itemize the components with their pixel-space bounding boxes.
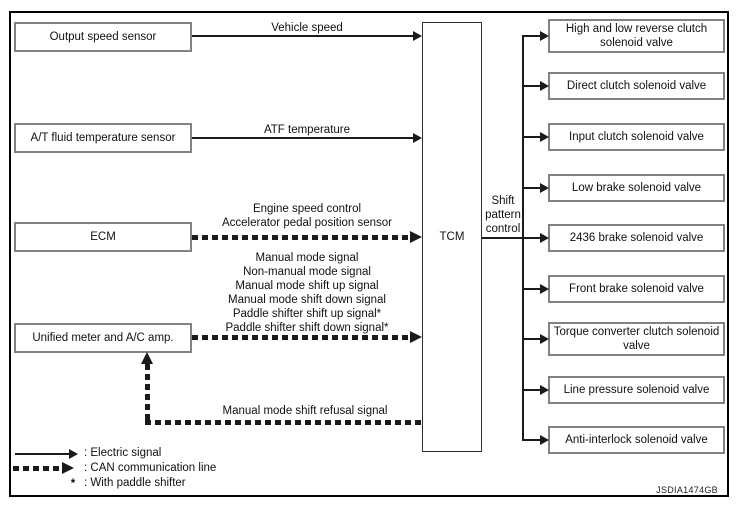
tcm-output-label: Shift pattern control <box>485 195 521 235</box>
can-arrowhead-icon-shift-refusal <box>141 352 153 364</box>
signal-label-atf-temperature: ATF temperature <box>263 124 351 136</box>
node-front-brake-valve: Front brake solenoid valve <box>548 275 725 303</box>
can-arrowhead-icon-unified-meter <box>410 331 422 343</box>
branch-arrowhead-icon-8 <box>540 385 549 395</box>
branch-arrowhead-icon-9 <box>540 435 549 445</box>
legend-electric-arrowhead-icon <box>69 449 78 459</box>
figure-code: JSDIA1474GB <box>656 485 718 495</box>
diagram-frame <box>9 11 729 497</box>
electric-line-vehicle-speed <box>192 35 413 37</box>
node-anti-interlock-valve: Anti-interlock solenoid valve <box>548 426 725 454</box>
node-at-fluid-temp-sensor: A/T fluid temperature sensor <box>14 123 192 153</box>
branch-arrowhead-icon-7 <box>540 334 549 344</box>
legend-label-paddle-shifter: : With paddle shifter <box>84 477 186 489</box>
electric-arrowhead-icon-vehicle-speed <box>413 31 422 41</box>
can-line-shift-refusal-horizontal <box>145 420 422 425</box>
can-line-unified-meter <box>192 335 410 340</box>
node-tcm: TCM <box>422 22 482 452</box>
signal-label-engine-speed-control: Engine speed control <box>252 203 362 215</box>
signal-label-shift-refusal: Manual mode shift refusal signal <box>222 405 388 417</box>
branch-arrowhead-icon-1 <box>540 31 549 41</box>
node-unified-meter-ac-amp: Unified meter and A/C amp. <box>14 323 192 353</box>
signal-labels-unified-meter: Manual mode signal Non-manual mode signa… <box>192 251 422 335</box>
electric-line-atf-temperature <box>192 137 413 139</box>
branch-line-4 <box>523 187 541 189</box>
legend-asterisk-symbol: * <box>70 478 76 490</box>
node-input-clutch-valve: Input clutch solenoid valve <box>548 123 725 151</box>
branch-arrowhead-icon-2 <box>540 81 549 91</box>
legend-electric-line <box>15 453 70 455</box>
branch-line-7 <box>523 338 541 340</box>
branch-line-3 <box>523 136 541 138</box>
branch-arrowhead-icon-3 <box>540 132 549 142</box>
branch-line-9 <box>523 439 541 441</box>
node-direct-clutch-valve: Direct clutch solenoid valve <box>548 72 725 100</box>
legend-label-electric: : Electric signal <box>84 447 162 459</box>
branch-line-8 <box>523 389 541 391</box>
branch-line-5 <box>523 237 541 239</box>
can-arrowhead-icon-ecm <box>410 231 422 243</box>
branch-arrowhead-icon-6 <box>540 284 549 294</box>
node-torque-converter-clutch-valve: Torque converter clutch solenoid valve <box>548 322 725 356</box>
signal-label-manual-mode: Manual mode signal <box>255 252 359 264</box>
branch-line-2 <box>523 85 541 87</box>
signal-label-accel-pedal-position: Accelerator pedal position sensor <box>221 217 393 229</box>
branch-line-1 <box>523 35 541 37</box>
can-line-shift-refusal-vertical <box>145 364 150 420</box>
node-line-pressure-valve: Line pressure solenoid valve <box>548 376 725 404</box>
signal-label-non-manual-mode: Non-manual mode signal <box>243 266 371 278</box>
electric-arrowhead-icon-atf-temperature <box>413 133 422 143</box>
can-line-ecm <box>192 235 410 240</box>
signal-label-manual-shift-up: Manual mode shift up signal <box>235 280 379 292</box>
signal-labels-ecm: Engine speed control Accelerator pedal p… <box>192 202 422 230</box>
node-output-speed-sensor: Output speed sensor <box>14 22 192 52</box>
node-ecm: ECM <box>14 222 192 252</box>
branch-arrowhead-icon-4 <box>540 183 549 193</box>
tcm-output-stub-line <box>482 237 522 239</box>
signal-label-paddle-shift-up: Paddle shifter shift up signal* <box>232 308 382 320</box>
legend-label-can: : CAN communication line <box>84 462 217 474</box>
branch-arrowhead-icon-5 <box>540 233 549 243</box>
legend-can-line <box>13 466 63 471</box>
signal-label-vehicle-speed: Vehicle speed <box>271 22 343 34</box>
signal-label-paddle-shift-down: Paddle shifter shift down signal* <box>225 322 389 334</box>
node-low-brake-valve: Low brake solenoid valve <box>548 174 725 202</box>
branch-line-6 <box>523 288 541 290</box>
legend-can-arrowhead-icon <box>62 462 74 474</box>
node-2436-brake-valve: 2436 brake solenoid valve <box>548 224 725 252</box>
node-high-low-reverse-clutch-valve: High and low reverse clutch solenoid val… <box>548 19 725 53</box>
signal-label-manual-shift-down: Manual mode shift down signal <box>228 294 386 306</box>
